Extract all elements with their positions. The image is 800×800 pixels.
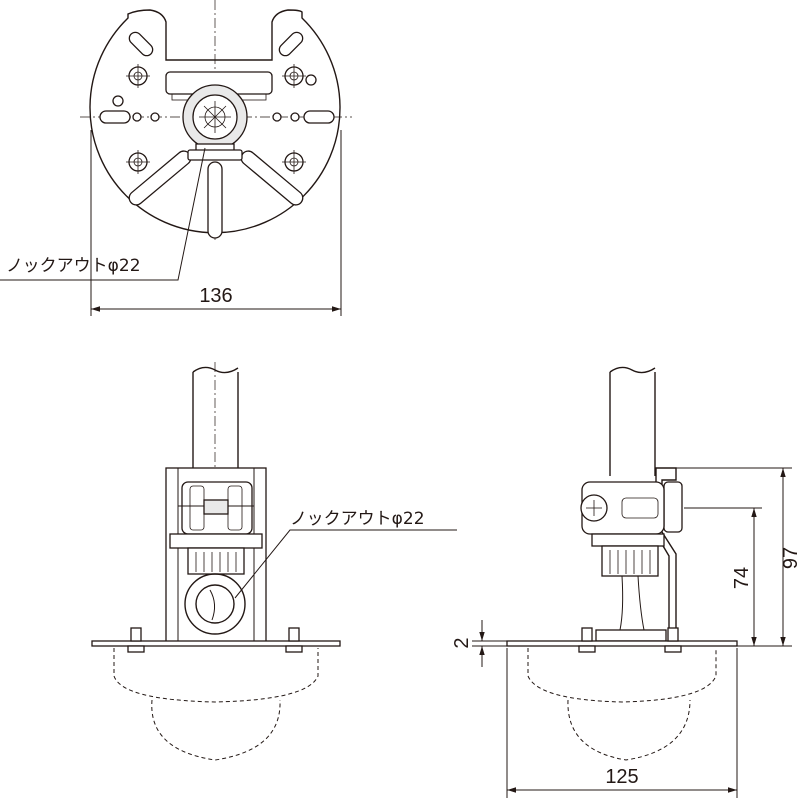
side-nut-right xyxy=(664,645,682,653)
side-wire-2 xyxy=(637,575,645,631)
front-knockout-inner xyxy=(195,584,235,624)
front-screw-left xyxy=(130,627,142,642)
hole-l2 xyxy=(132,112,142,122)
slot-lower-right xyxy=(240,150,304,206)
front-clamp-bolt xyxy=(203,499,229,515)
front-view: ノックアウトφ22 xyxy=(91,362,457,761)
side-housing-hidden xyxy=(527,648,717,703)
side-base-block xyxy=(595,629,667,642)
dim-label-97: 97 xyxy=(780,547,800,569)
hole-r1 xyxy=(272,112,282,122)
front-nut-left xyxy=(127,645,145,653)
side-dome-hidden xyxy=(567,699,691,761)
front-housing-hidden xyxy=(113,648,319,703)
side-bracket-pad xyxy=(663,481,683,533)
front-fitting-cap xyxy=(169,533,263,549)
pipe-break xyxy=(192,366,239,374)
front-knockout-outer xyxy=(184,573,246,635)
side-screw-right xyxy=(667,627,679,642)
slot-bottom xyxy=(207,161,223,239)
angled-slots xyxy=(99,31,335,239)
dim-label-136: 136 xyxy=(199,285,232,307)
side-fitting-cap xyxy=(591,533,665,547)
dim-label-2: 2 xyxy=(451,637,473,648)
top-plate-outline xyxy=(89,9,341,234)
side-bracket xyxy=(655,467,677,643)
side-base-plate xyxy=(506,640,738,647)
side-wire-1 xyxy=(619,575,624,631)
fitting-clamp xyxy=(187,149,243,161)
front-dome-hidden xyxy=(151,699,281,761)
front-fitting-thread xyxy=(187,547,245,575)
slot-left xyxy=(99,110,131,124)
front-wire xyxy=(209,589,216,621)
hole-l1 xyxy=(150,112,160,122)
knockout-fitting xyxy=(182,84,248,161)
front-nut-right xyxy=(285,645,303,653)
slot-right xyxy=(303,110,335,124)
knockout-label-top: ノックアウトφ22 xyxy=(6,256,141,276)
side-pipe-break xyxy=(609,366,656,374)
hole-r2 xyxy=(290,112,300,122)
side-screw-left xyxy=(581,627,593,642)
knockout-leader-top xyxy=(0,147,206,281)
top-view: 136 ノックアウトφ22 xyxy=(0,0,352,316)
slot-upper-right xyxy=(278,31,304,57)
side-fitting-thread xyxy=(601,545,659,577)
knockout-leader-front xyxy=(234,529,457,599)
screw-holes xyxy=(112,64,317,174)
dim-label-125: 125 xyxy=(605,766,638,788)
hole-small-right xyxy=(305,74,317,86)
side-view: 97 74 2 125 xyxy=(451,366,800,798)
side-nut-left xyxy=(578,645,596,653)
front-screw-right xyxy=(288,627,300,642)
dim-label-74: 74 xyxy=(731,567,753,589)
hole-small-left xyxy=(112,95,124,107)
front-base-plate xyxy=(91,640,341,647)
knockout-label-front: ノックアウトφ22 xyxy=(290,509,425,529)
slot-upper-left xyxy=(128,31,154,57)
